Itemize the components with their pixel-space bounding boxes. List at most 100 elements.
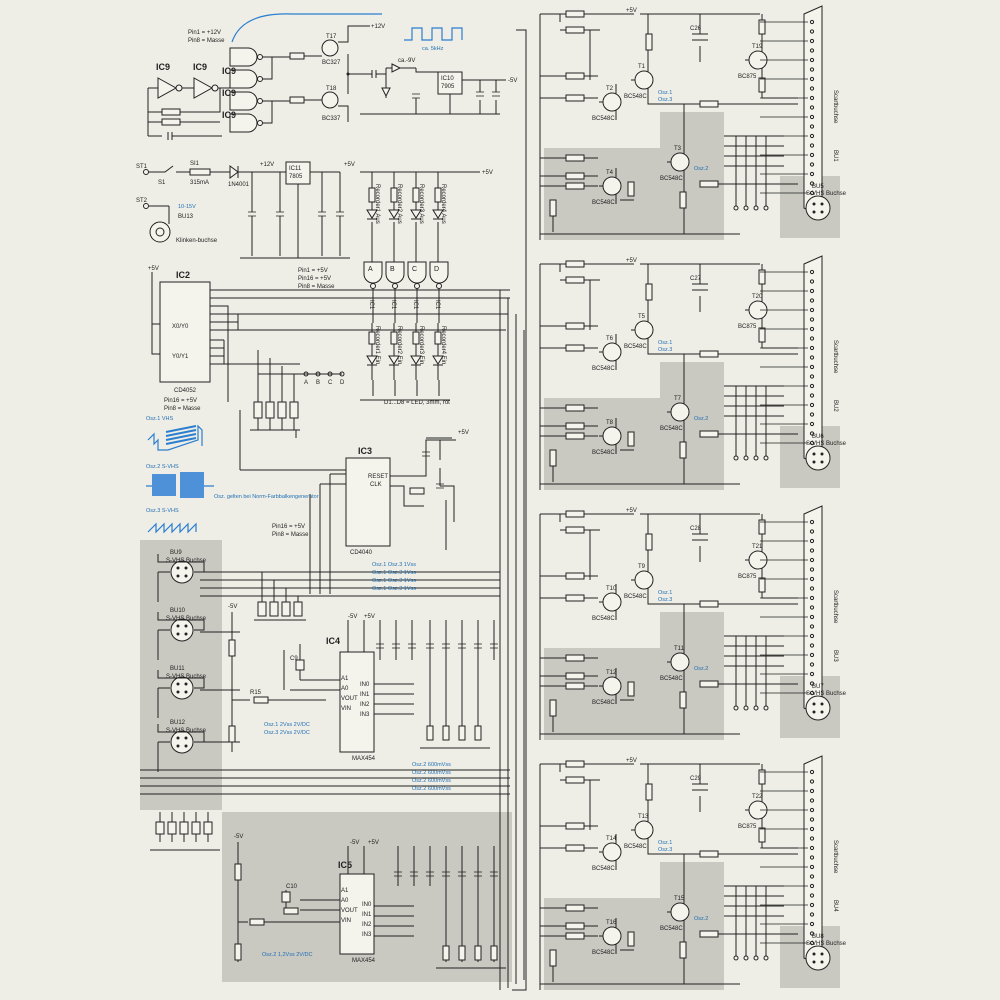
ic4-type: MAX454	[352, 756, 376, 762]
t18-label: T18	[326, 86, 337, 92]
bus-wires	[499, 290, 525, 990]
rail-plus5: +5V	[626, 508, 637, 514]
resistor	[679, 441, 687, 459]
transistor-out	[670, 402, 690, 422]
osz-label: Osz.1	[658, 840, 672, 846]
socket-sub: S-VHS Buchse	[166, 728, 207, 734]
led-label: Recorder1 Aus	[374, 184, 380, 224]
resistor	[758, 827, 766, 843]
transistor-type: BC548C	[592, 950, 615, 956]
cap-label: C29	[690, 776, 702, 782]
ic5-minus5-left: -5V	[234, 834, 243, 840]
transistor-label: T4	[606, 170, 614, 176]
transistor-type: BC548C	[624, 594, 647, 600]
led-resistor	[390, 331, 398, 345]
svhs-socket-icon	[805, 195, 831, 221]
resistor	[758, 577, 766, 593]
s1-label: S1	[158, 180, 166, 186]
st2-label: ST2	[136, 198, 148, 204]
ic3-counter: IC3 RESET CLK CD4040 Pin16 = +5V Pin8 = …	[239, 410, 469, 594]
ic5-a1: A1	[341, 888, 349, 894]
ic3-clk: CLK	[370, 482, 382, 488]
led-icon	[410, 209, 422, 219]
resistor	[565, 572, 585, 580]
resistor	[699, 850, 719, 858]
resistor	[565, 932, 585, 940]
c10-label: C10	[286, 884, 298, 890]
transistor-out	[670, 652, 690, 672]
transistor-label: T3	[674, 146, 682, 152]
resistor	[699, 430, 719, 438]
transistor-type: BC875	[738, 824, 757, 830]
ch4-shade-top	[660, 862, 724, 902]
resistor	[565, 344, 585, 352]
resistor	[679, 691, 687, 709]
amp-note-3: Osz.1 Osz.3 1Vss	[372, 578, 416, 584]
resistor	[565, 276, 585, 284]
svhs-name: BU5	[812, 184, 824, 190]
svhs-socket-icon	[805, 695, 831, 721]
ic5-in1: IN1	[362, 912, 372, 918]
ic9d-label: IC9	[222, 88, 236, 98]
transistor-top	[634, 70, 654, 90]
ic4-in3: IN3	[360, 712, 370, 718]
resistor	[679, 191, 687, 209]
ic4-vin: VIN	[341, 706, 351, 712]
r15-label: R15	[250, 690, 262, 696]
scart-name: BU4	[832, 900, 838, 912]
transistor-label: T9	[638, 564, 646, 570]
ic5-minus5: -5V	[350, 840, 359, 846]
bu13-label: BU13	[178, 214, 194, 220]
ic2-gnd: Pin8 = Masse	[164, 406, 201, 412]
ic4-vout: VOUT	[341, 696, 358, 702]
output-channels: +5VT1BC548CT2BC548CT3BC548CT4BC548CT19BC…	[539, 5, 847, 990]
bc327-label: BC327	[322, 60, 341, 66]
ic2-label: IC2	[176, 270, 190, 280]
resistor	[565, 822, 585, 830]
input-voltage: 10-15V	[178, 204, 196, 210]
resistor	[699, 100, 719, 108]
transistor-label: T19	[752, 44, 763, 50]
resistor	[549, 199, 557, 217]
ic5-plus5: +5V	[368, 840, 379, 846]
resistor	[565, 182, 585, 190]
transistor-label: T2	[606, 86, 614, 92]
resistor	[758, 269, 766, 285]
transistor-label: T14	[606, 836, 617, 842]
ic9c-label: IC9	[222, 66, 236, 76]
power-supply: ST1 ST2 S1 SI1 315mA 1N4001 +12V IC11 78…	[136, 161, 355, 259]
led-icon	[432, 209, 444, 219]
ic11-type: 7805	[289, 174, 303, 180]
resistor	[565, 26, 585, 34]
channel-2: +5VT5BC548CT6BC548CT7BC548CT8BC548CT20BC…	[539, 255, 847, 490]
amp-b-2: Osz.2 600mVss	[412, 770, 451, 776]
resistor	[758, 77, 766, 93]
transistor-type: BC548C	[660, 926, 683, 932]
ic4-a0: A0	[341, 686, 349, 692]
resistor	[645, 783, 653, 801]
resistor	[565, 510, 585, 518]
ic4-label: IC4	[326, 636, 340, 646]
gate-a-label: A	[368, 266, 373, 273]
ic2-xiy: X0/Y0	[172, 324, 189, 330]
bus-frame	[512, 29, 527, 991]
ic1b-label: IC1	[390, 300, 396, 310]
transistor-type: BC875	[738, 574, 757, 580]
resistor	[565, 172, 585, 180]
svhs-socket-icon	[805, 945, 831, 971]
ic3-label: IC3	[358, 446, 372, 456]
transistor-mid	[602, 842, 622, 862]
amp-b-3: Osz.2 600mVss	[412, 778, 451, 784]
si1-value: 315mA	[190, 180, 209, 186]
socket-sub: S-VHS Buchse	[166, 616, 207, 622]
scart-name: BU2	[832, 400, 838, 412]
gate-b-label: B	[390, 266, 395, 273]
resistor	[627, 931, 635, 947]
resistor	[565, 904, 585, 912]
ic4-note-1: Osz.1 2Vss 2V/DC	[264, 722, 310, 728]
ic2-type: CD4052	[174, 388, 197, 394]
d11-label: 1N4001	[228, 182, 250, 188]
channel-4: +5VT13BC548CT14BC548CT15BC548CT16BC548CT…	[539, 755, 847, 990]
